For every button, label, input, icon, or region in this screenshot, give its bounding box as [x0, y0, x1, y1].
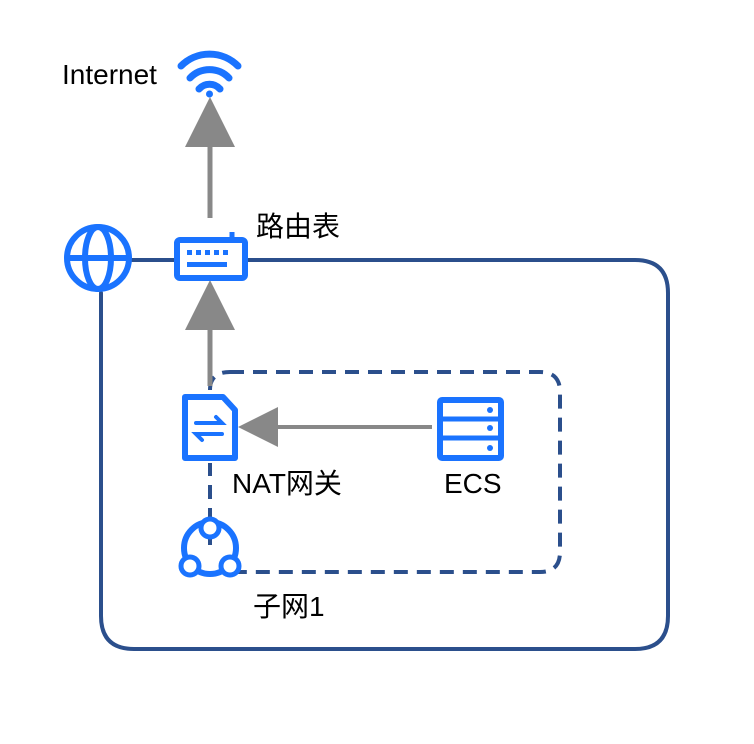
server-icon	[437, 397, 504, 461]
internet-label: Internet	[62, 59, 157, 90]
nat-gateway-icon	[182, 394, 238, 461]
wifi-icon	[177, 50, 242, 98]
router-icon	[174, 232, 248, 281]
vpc-boundary	[99, 258, 670, 651]
nat-gateway-label: NAT网关	[232, 468, 342, 499]
route-table-label: 路由表	[256, 211, 341, 242]
ecs-label: ECS	[444, 468, 502, 499]
globe-icon	[64, 224, 132, 292]
subnet-label: 子网1	[253, 591, 325, 622]
subnet-icon	[178, 516, 242, 578]
